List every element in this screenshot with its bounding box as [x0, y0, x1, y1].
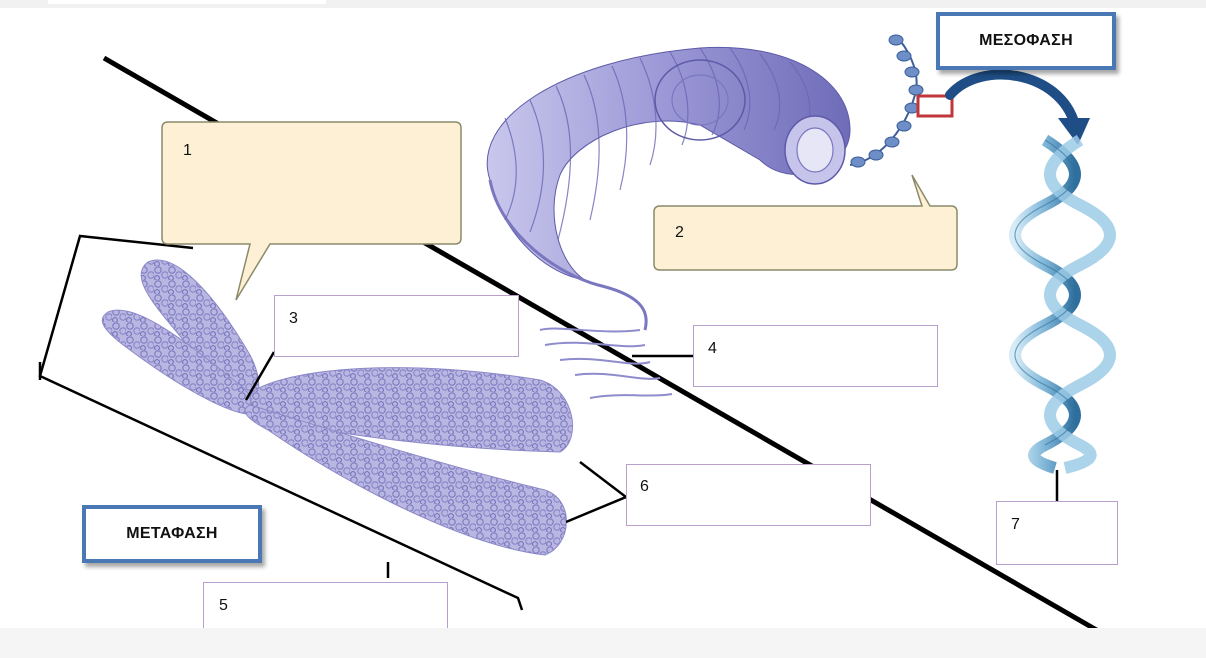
label-number-5: 5 — [219, 597, 228, 615]
label-number-4: 4 — [708, 340, 717, 358]
zoom-arrow — [950, 75, 1075, 125]
label-number-2: 2 — [675, 224, 684, 242]
interphase-title: ΜΕΣΟΦΑΣΗ — [936, 12, 1116, 70]
dna-double-helix — [1015, 140, 1110, 468]
answer-box-3[interactable] — [274, 295, 519, 357]
answer-box-6[interactable] — [626, 464, 871, 526]
pointer-6 — [566, 462, 626, 522]
answer-box-4[interactable] — [693, 325, 938, 387]
bottom-bar — [0, 628, 1206, 658]
label-number-1: 1 — [183, 142, 192, 160]
zoom-highlight-rect — [918, 96, 952, 116]
callout-1-bubble — [162, 122, 461, 300]
metaphase-title: ΜΕΤΑΦΑΣΗ — [82, 505, 262, 563]
label-number-6: 6 — [640, 478, 649, 496]
label-number-7: 7 — [1011, 516, 1020, 534]
callout-2-bubble — [654, 175, 957, 270]
nucleosome-chain — [850, 35, 923, 167]
label-number-3: 3 — [289, 310, 298, 328]
